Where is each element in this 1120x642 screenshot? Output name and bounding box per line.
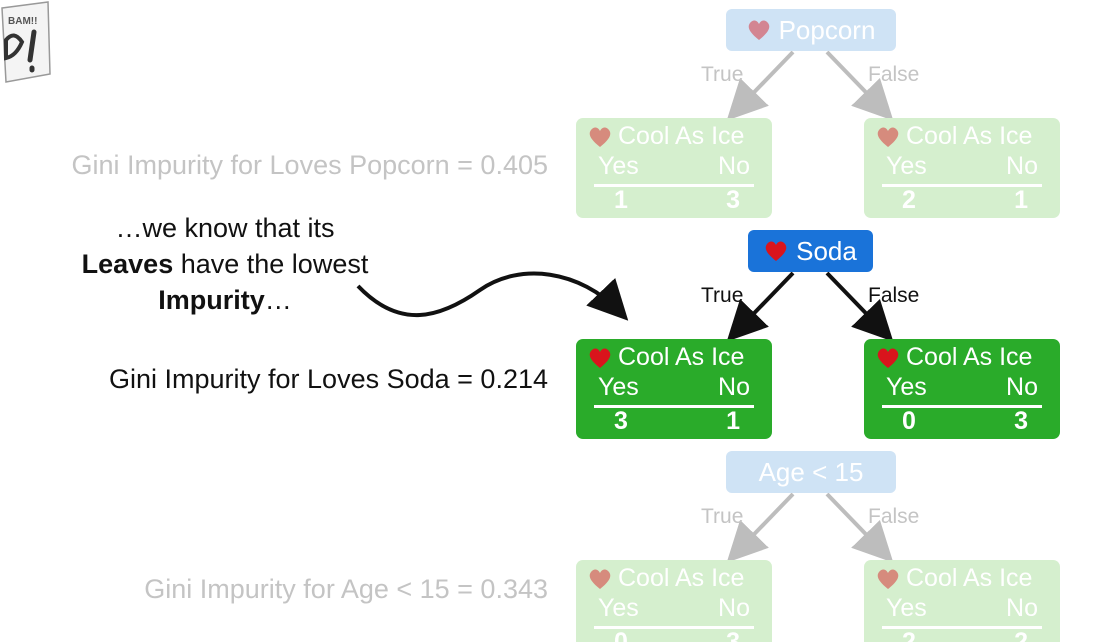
age-right-leaf: Cool As Ice Yes No 2 2 xyxy=(864,560,1060,642)
leaf-count-no: 1 xyxy=(726,407,740,435)
leaf-yes-header: Yes xyxy=(886,594,927,622)
soda-right-leaf: Cool As Ice Yes No 0 3 xyxy=(864,339,1060,439)
leaf-yes-header: Yes xyxy=(598,594,639,622)
leaf-count-yes: 0 xyxy=(614,628,628,642)
bam-logo: BAM!! xyxy=(1,1,51,83)
age-true-edge xyxy=(726,492,795,563)
heart-icon xyxy=(765,241,787,261)
leaf-divider xyxy=(594,184,754,187)
leaf-title: Cool As Ice xyxy=(876,564,1032,593)
age-false-label: False xyxy=(868,505,920,528)
popcorn-left-leaf: Cool As Ice Yes No 1 3 xyxy=(576,118,772,218)
leaf-title-text: Cool As Ice xyxy=(618,564,745,592)
leaf-title-text: Cool As Ice xyxy=(906,122,1033,150)
gini-soda-label: Gini Impurity for Loves Soda = 0.214 xyxy=(109,364,548,394)
leaf-title: Cool As Ice xyxy=(876,343,1032,372)
leaf-no-header: No xyxy=(718,594,750,622)
leaf-no-header: No xyxy=(1006,594,1038,622)
callout-line-1: …we know that its xyxy=(115,213,335,243)
leaf-yes-header: Yes xyxy=(886,152,927,180)
callout-impurity: Impurity xyxy=(158,285,265,315)
leaf-no-header: No xyxy=(718,373,750,401)
leaf-count-no: 3 xyxy=(726,628,740,642)
leaf-title: Cool As Ice xyxy=(876,122,1032,151)
leaf-divider xyxy=(594,626,754,629)
leaf-count-yes: 0 xyxy=(902,407,916,435)
age-left-leaf: Cool As Ice Yes No 0 3 xyxy=(576,560,772,642)
leaf-yes-header: Yes xyxy=(598,152,639,180)
leaf-title: Cool As Ice xyxy=(588,343,744,372)
soda-left-leaf: Cool As Ice Yes No 3 1 xyxy=(576,339,772,439)
leaf-count-no: 3 xyxy=(726,186,740,214)
soda-true-label: True xyxy=(701,284,744,307)
heart-icon xyxy=(877,347,899,368)
leaf-count-yes: 3 xyxy=(614,407,628,435)
leaf-no-header: No xyxy=(1006,373,1038,401)
popcorn-root-node: Popcorn xyxy=(726,9,896,51)
callout-leaves: Leaves xyxy=(81,249,174,279)
popcorn-root-label: Popcorn xyxy=(778,14,876,45)
leaf-count-no: 1 xyxy=(1014,186,1028,214)
soda-root-label: Soda xyxy=(796,235,857,266)
popcorn-false-label: False xyxy=(868,63,920,86)
callout-line-2: Leaves have the lowest xyxy=(20,246,430,282)
age-true-label: True xyxy=(701,505,744,528)
soda-false-label: False xyxy=(868,284,920,307)
leaf-count-yes: 2 xyxy=(902,186,916,214)
bam-logo-text: BAM!! xyxy=(8,16,37,27)
callout-line-2-rest: have the lowest xyxy=(173,249,369,279)
popcorn-false-edge xyxy=(825,50,894,121)
heart-icon xyxy=(748,20,769,40)
callout-arrow xyxy=(356,271,629,321)
callout-line-3-rest: … xyxy=(264,285,292,315)
callout-text: …we know that its Leaves have the lowest… xyxy=(20,210,430,318)
leaf-title-text: Cool As Ice xyxy=(618,343,745,371)
leaf-count-yes: 2 xyxy=(902,628,916,642)
leaf-count-no: 3 xyxy=(1014,407,1028,435)
leaf-title: Cool As Ice xyxy=(588,122,744,151)
callout-line-3: Impurity… xyxy=(20,282,430,318)
gini-popcorn-label: Gini Impurity for Loves Popcorn = 0.405 xyxy=(71,150,549,180)
leaf-title: Cool As Ice xyxy=(588,564,744,593)
heart-icon xyxy=(589,568,611,589)
age-root-label: Age < 15 xyxy=(758,456,864,487)
leaf-count-yes: 1 xyxy=(614,186,628,214)
gini-age-label: Gini Impurity for Age < 15 = 0.343 xyxy=(144,574,548,604)
popcorn-true-label: True xyxy=(701,63,744,86)
leaf-divider xyxy=(594,405,754,408)
popcorn-true-edge xyxy=(726,50,795,121)
soda-true-edge xyxy=(726,271,795,342)
leaf-no-header: No xyxy=(1006,152,1038,180)
leaf-title-text: Cool As Ice xyxy=(906,343,1033,371)
age-false-edge xyxy=(825,492,894,563)
leaf-count-no: 2 xyxy=(1014,628,1028,642)
leaf-title-text: Cool As Ice xyxy=(906,564,1033,592)
soda-root-node: Soda xyxy=(748,230,873,272)
age-root-node: Age < 15 xyxy=(726,451,896,493)
soda-false-edge xyxy=(825,271,894,342)
leaf-title-text: Cool As Ice xyxy=(618,122,745,150)
leaf-yes-header: Yes xyxy=(886,373,927,401)
leaf-yes-header: Yes xyxy=(598,373,639,401)
leaf-no-header: No xyxy=(718,152,750,180)
leaf-divider xyxy=(882,405,1042,408)
leaf-divider xyxy=(882,626,1042,629)
heart-icon xyxy=(589,126,611,147)
leaf-divider xyxy=(882,184,1042,187)
heart-icon xyxy=(877,126,899,147)
heart-icon xyxy=(589,347,611,368)
popcorn-right-leaf: Cool As Ice Yes No 2 1 xyxy=(864,118,1060,218)
heart-icon xyxy=(877,568,899,589)
